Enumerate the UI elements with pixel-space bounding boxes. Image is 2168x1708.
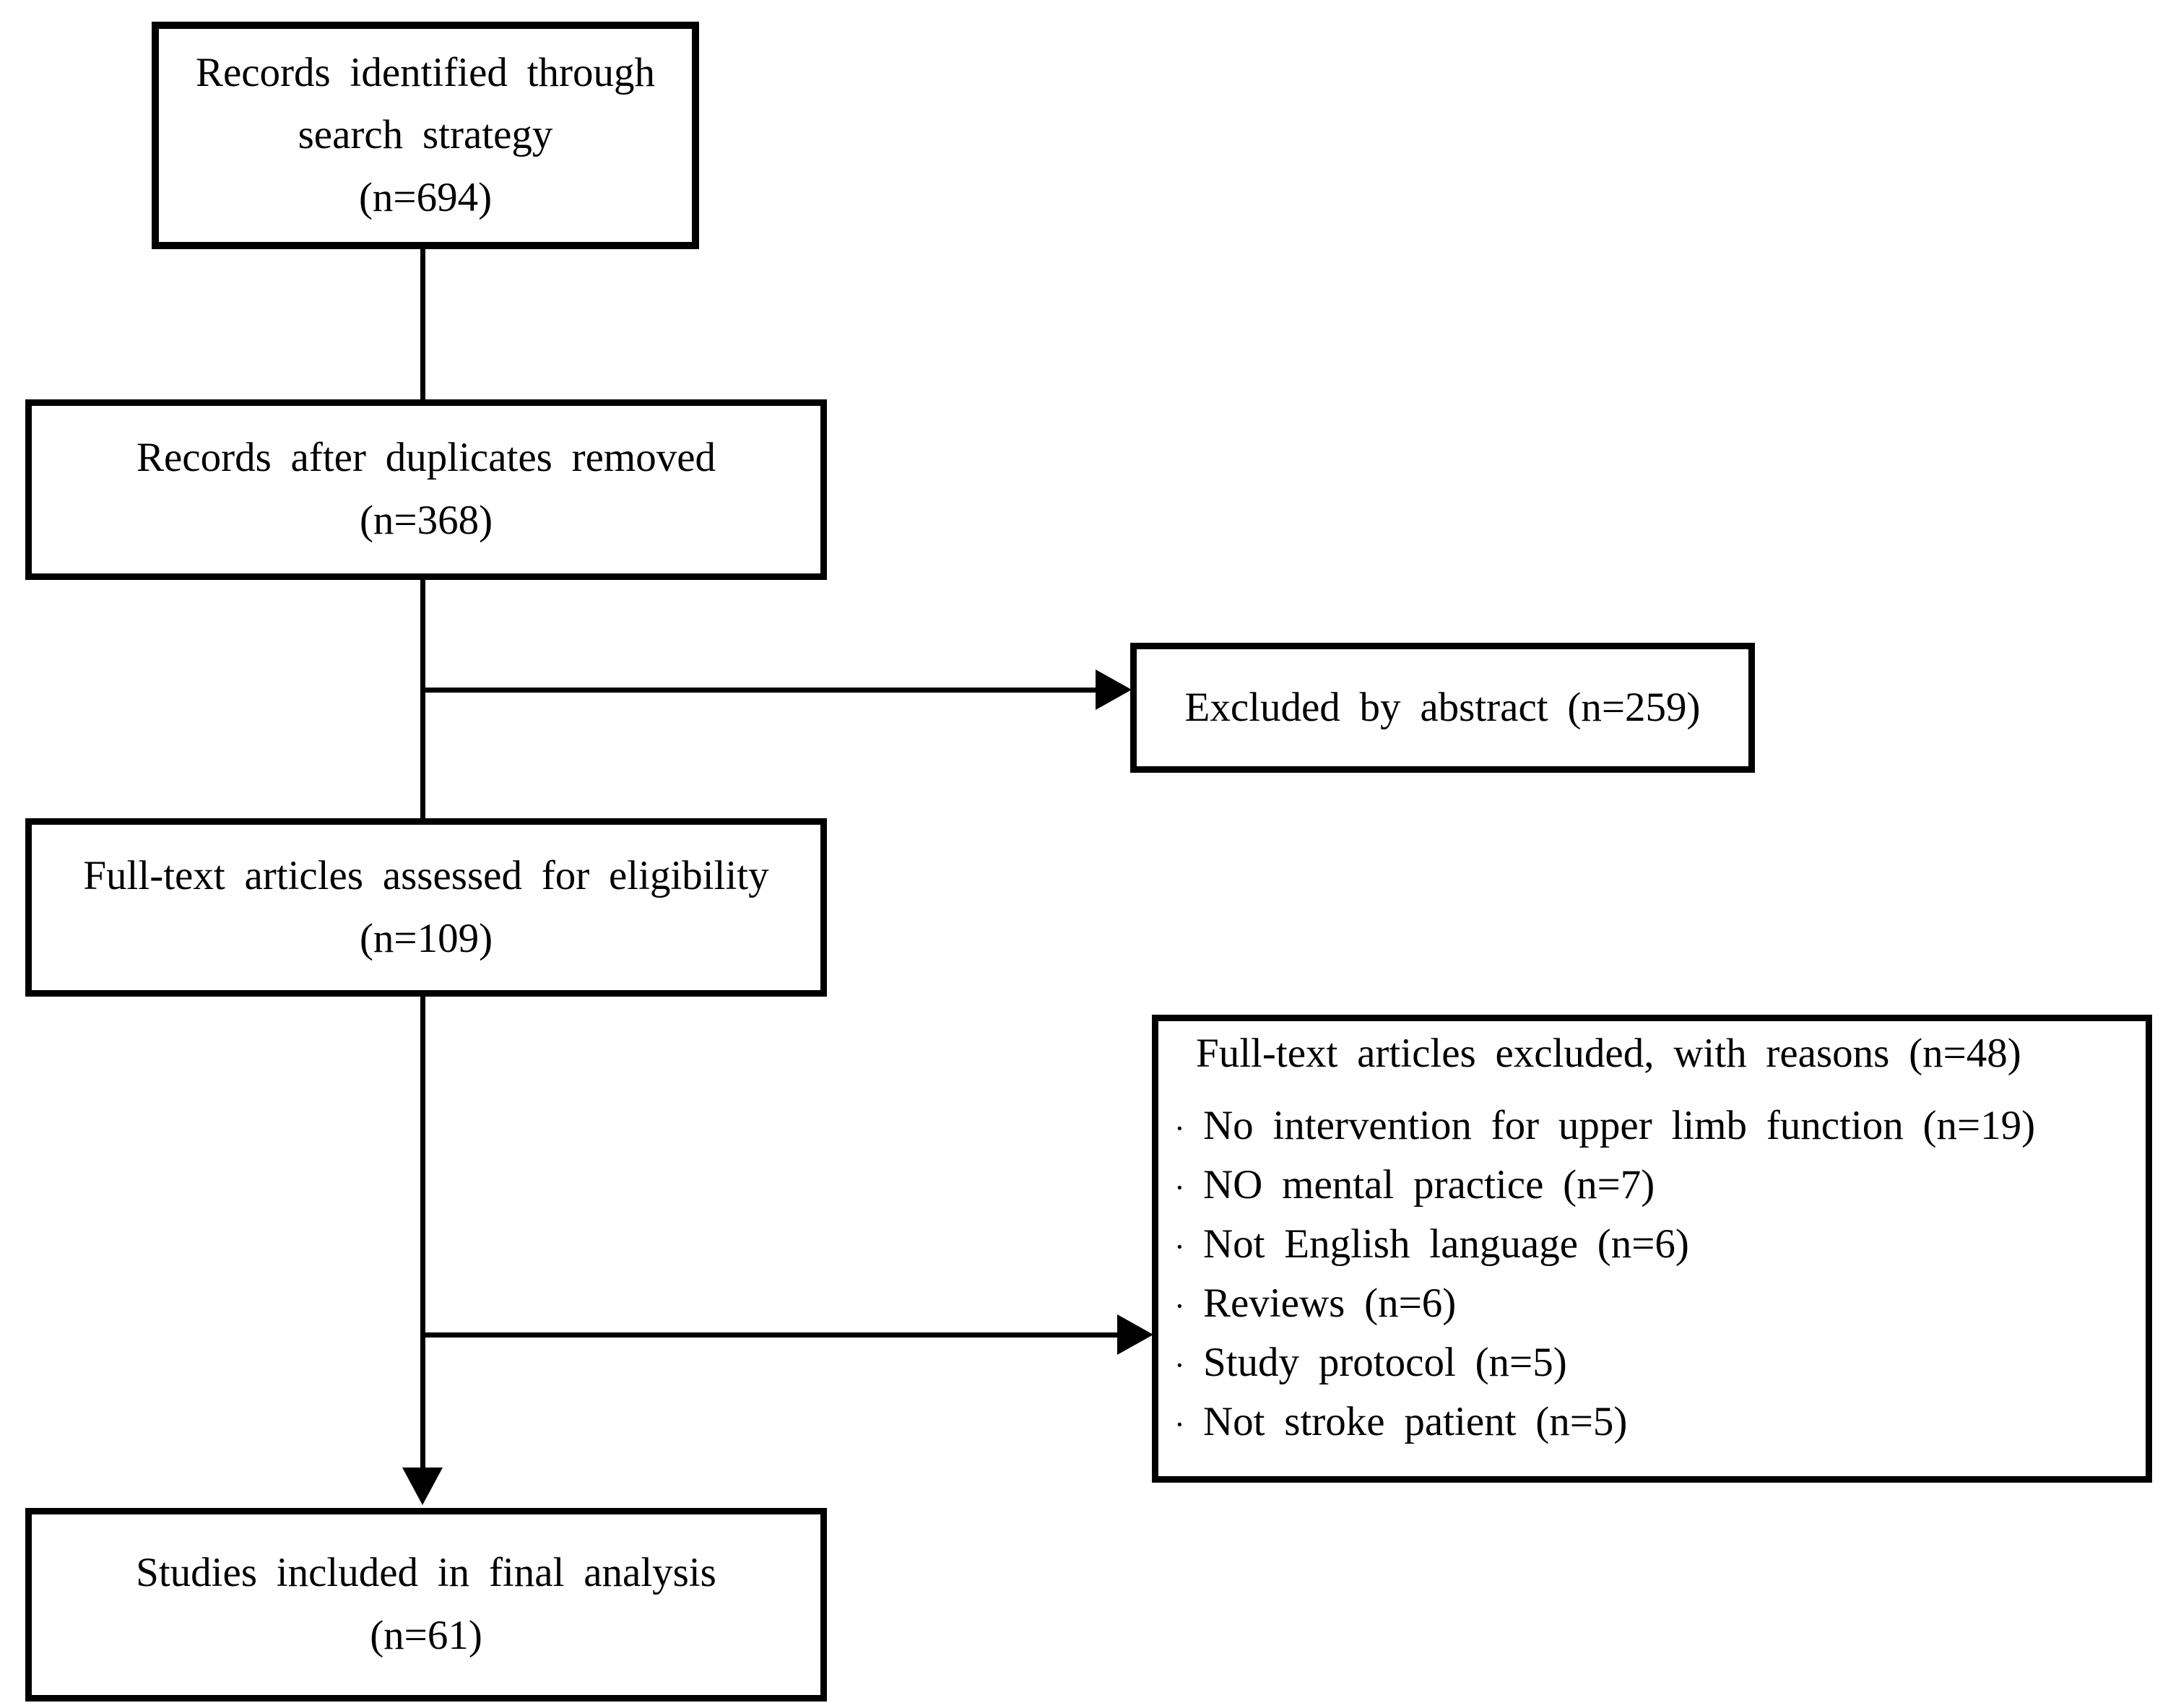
box-duplicates-removed: Records after duplicates removed (n=368) [25,399,827,580]
fulltext-excluded-title: Full-text articles excluded, with reason… [1196,1031,2021,1076]
box-studies-included: Studies included in final analysis (n=61… [25,1508,827,1702]
box-records-identified: Records identified through search strate… [152,22,699,249]
reason-text: Not stroke patient (n=5) [1203,1398,1628,1444]
reason-item: · No intervention for upper limb functio… [1174,1098,2138,1157]
reason-item: · Not stroke patient (n=5) [1174,1394,2138,1453]
records-identified-count: (n=694) [358,174,493,220]
connector-branch-fulltext-excluded [422,1332,1117,1338]
reason-text: Reviews (n=6) [1203,1280,1457,1326]
studies-included-count: (n=61) [370,1613,482,1658]
box-excluded-by-abstract: Excluded by abstract (n=259) [1130,643,1755,773]
duplicates-removed-count: (n=368) [359,498,493,543]
studies-included-line1: Studies included in final analysis [136,1550,716,1596]
connector-branch-excluded-abstract [422,688,1096,693]
bullet-dot-icon: · [1174,1288,1185,1324]
reason-text: No intervention for upper limb function … [1203,1102,2036,1148]
reason-text: Study protocol (n=5) [1203,1339,1567,1385]
excluded-abstract-label: Excluded by abstract (n=259) [1184,684,1701,730]
reason-item: · NO mental practice (n=7) [1174,1157,2138,1216]
bullet-dot-icon: · [1174,1110,1185,1146]
reason-text: Not English language (n=6) [1203,1221,1689,1267]
connector-duplicates-to-fulltext [420,580,425,818]
bullet-dot-icon: · [1174,1347,1185,1383]
records-identified-line2: search strategy [298,112,553,158]
connector-identified-to-duplicates [420,249,425,399]
arrowhead-right-icon [1117,1314,1153,1355]
bullet-dot-icon: · [1174,1406,1185,1442]
reason-item: · Reviews (n=6) [1174,1275,2138,1335]
records-identified-line1: Records identified through [195,49,656,95]
connector-fulltext-to-included [420,997,425,1468]
duplicates-removed-line1: Records after duplicates removed [136,435,716,481]
reason-item: · Study protocol (n=5) [1174,1335,2138,1394]
fulltext-assessed-count: (n=109) [359,915,493,961]
box-fulltext-assessed: Full-text articles assessed for eligibil… [25,818,827,997]
bullet-dot-icon: · [1174,1228,1185,1265]
box-fulltext-excluded: Full-text articles excluded, with reason… [1152,1015,2152,1483]
fulltext-excluded-reasons-list: · No intervention for upper limb functio… [1158,1098,2146,1453]
reason-text: NO mental practice (n=7) [1203,1161,1655,1208]
bullet-dot-icon: · [1174,1169,1185,1205]
arrowhead-right-icon [1096,669,1132,710]
fulltext-assessed-line1: Full-text articles assessed for eligibil… [83,852,769,898]
reason-item: · Not English language (n=6) [1174,1216,2138,1275]
arrowhead-down-icon [402,1468,443,1505]
